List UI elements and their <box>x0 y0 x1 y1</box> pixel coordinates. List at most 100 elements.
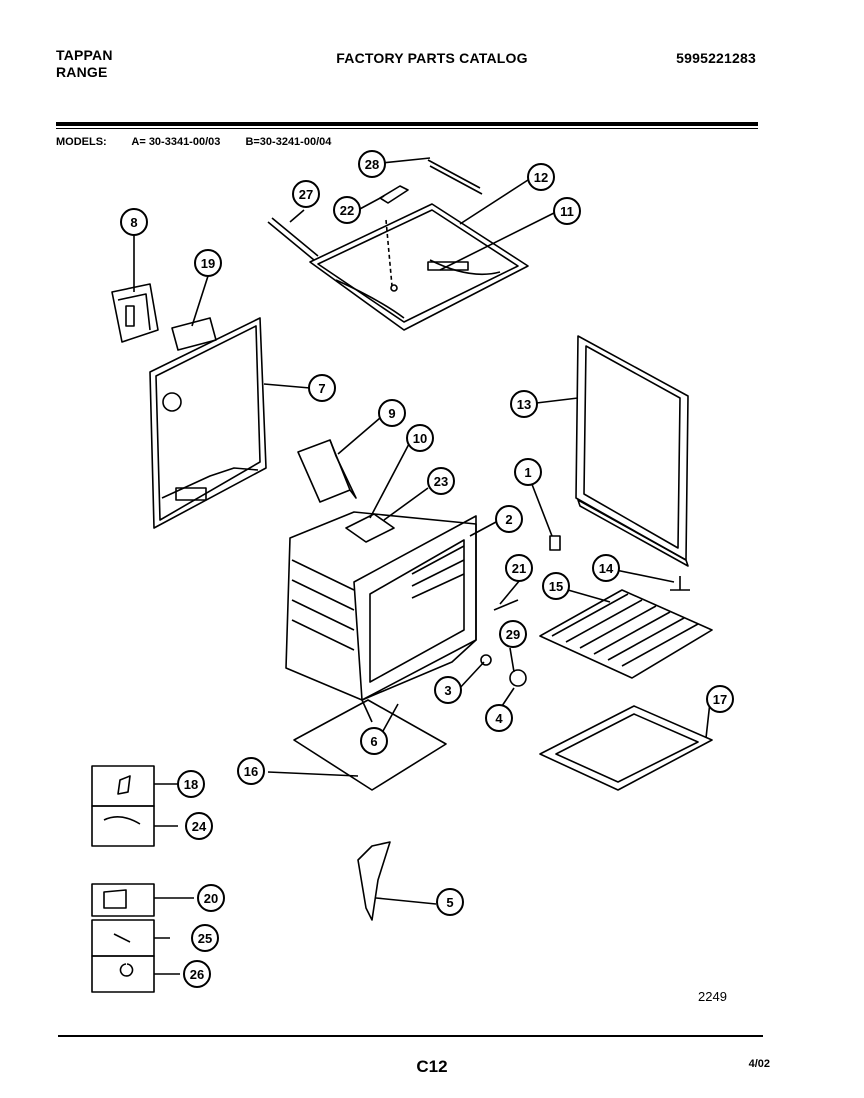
callout-12: 12 <box>527 163 555 191</box>
callout-circle <box>237 757 265 785</box>
callout-7: 7 <box>308 374 336 402</box>
model-a: A= 30-3341-00/03 <box>131 136 221 148</box>
callout-number: 8 <box>130 215 137 230</box>
models-label: MODELS: <box>56 136 107 148</box>
callout-circle <box>191 924 219 952</box>
control-box-drawing <box>111 283 159 343</box>
callout-number: 19 <box>201 256 215 271</box>
callout-15: 15 <box>542 572 570 600</box>
callout-8: 8 <box>120 208 148 236</box>
rod-21-drawing <box>493 599 519 611</box>
callout-25: 25 <box>191 924 219 952</box>
hinge-drawing <box>357 841 391 921</box>
callout-21: 21 <box>505 554 533 582</box>
inset-box-20 <box>91 883 155 917</box>
callout-circle <box>177 770 205 798</box>
callout-circle <box>358 150 386 178</box>
callout-18: 18 <box>177 770 205 798</box>
cooktop-panel-drawing <box>309 203 529 331</box>
callout-number: 4 <box>495 711 503 726</box>
callout-circle <box>185 812 213 840</box>
callout-5: 5 <box>436 888 464 916</box>
inset-box-24 <box>91 805 155 847</box>
callout-circle <box>292 180 320 208</box>
vent-duct-drawing <box>297 439 357 503</box>
callout-circle <box>194 249 222 277</box>
callout-1: 1 <box>514 458 542 486</box>
callout-number: 21 <box>512 561 526 576</box>
callout-number: 20 <box>204 891 218 906</box>
callout-circle <box>434 676 462 704</box>
brand-label: TAPPAN RANGE <box>56 47 113 81</box>
part-1-drawing <box>549 535 561 551</box>
header-rule-thin <box>56 128 758 129</box>
callout-number: 26 <box>190 967 204 982</box>
callout-circle <box>553 197 581 225</box>
brand-line-2: RANGE <box>56 64 108 80</box>
page-code: C12 <box>416 1057 448 1076</box>
callout-number: 3 <box>444 683 451 698</box>
callout-26: 26 <box>183 960 211 988</box>
callout-2: 2 <box>495 505 523 533</box>
bottom-panel-drawing <box>293 699 447 791</box>
callout-number: 29 <box>506 627 520 642</box>
callout-number: 28 <box>365 157 379 172</box>
callout-29: 29 <box>499 620 527 648</box>
header-rule-thick <box>56 122 758 126</box>
callout-24: 24 <box>185 812 213 840</box>
callout-circle <box>308 374 336 402</box>
callout-circle <box>510 390 538 418</box>
callout-circle <box>406 424 434 452</box>
models-line: MODELS: A= 30-3341-00/03 B=30-3241-00/04 <box>56 136 353 148</box>
callout-number: 1 <box>524 465 531 480</box>
callout-number: 27 <box>299 187 313 202</box>
callout-number: 15 <box>549 579 563 594</box>
callout-22: 22 <box>333 196 361 224</box>
callout-number: 17 <box>713 692 727 707</box>
callout-circle <box>333 196 361 224</box>
door-frame-drawing <box>575 335 689 567</box>
callout-circle <box>514 458 542 486</box>
inset-box-26 <box>91 955 155 993</box>
callout-number: 9 <box>388 406 395 421</box>
callout-number: 13 <box>517 397 531 412</box>
callout-number: 25 <box>198 931 212 946</box>
callout-number: 11 <box>560 204 574 219</box>
callout-circle <box>505 554 533 582</box>
callout-number: 6 <box>370 734 377 749</box>
callout-27: 27 <box>292 180 320 208</box>
callout-14: 14 <box>592 554 620 582</box>
callout-circle <box>436 888 464 916</box>
callout-13: 13 <box>510 390 538 418</box>
callout-number: 5 <box>446 895 453 910</box>
callout-circle <box>427 467 455 495</box>
callout-number: 18 <box>184 777 198 792</box>
callout-circle <box>485 704 513 732</box>
catalog-title: FACTORY PARTS CATALOG <box>336 50 528 66</box>
knob-drawing <box>509 669 527 687</box>
callout-circle <box>120 208 148 236</box>
callout-20: 20 <box>197 884 225 912</box>
callout-circle <box>183 960 211 988</box>
callout-number: 22 <box>340 203 354 218</box>
callout-16: 16 <box>237 757 265 785</box>
callout-number: 14 <box>599 561 614 576</box>
bracket-19-drawing <box>171 317 217 351</box>
callout-circle <box>542 572 570 600</box>
inset-box-18 <box>91 765 155 807</box>
top-hardware-drawing <box>267 159 483 261</box>
footer-rule <box>58 1035 763 1037</box>
back-panel-drawing <box>149 317 267 529</box>
part-3-drawing <box>480 654 492 666</box>
callout-17: 17 <box>706 685 734 713</box>
model-b: B=30-3241-00/04 <box>245 136 332 148</box>
oven-rack-drawing <box>539 589 713 679</box>
callout-3: 3 <box>434 676 462 704</box>
callout-number: 10 <box>413 431 427 446</box>
callout-circle <box>706 685 734 713</box>
leveler-drawing <box>670 576 690 591</box>
callout-number: 23 <box>434 474 448 489</box>
callout-number: 24 <box>192 819 207 834</box>
callout-23: 23 <box>427 467 455 495</box>
